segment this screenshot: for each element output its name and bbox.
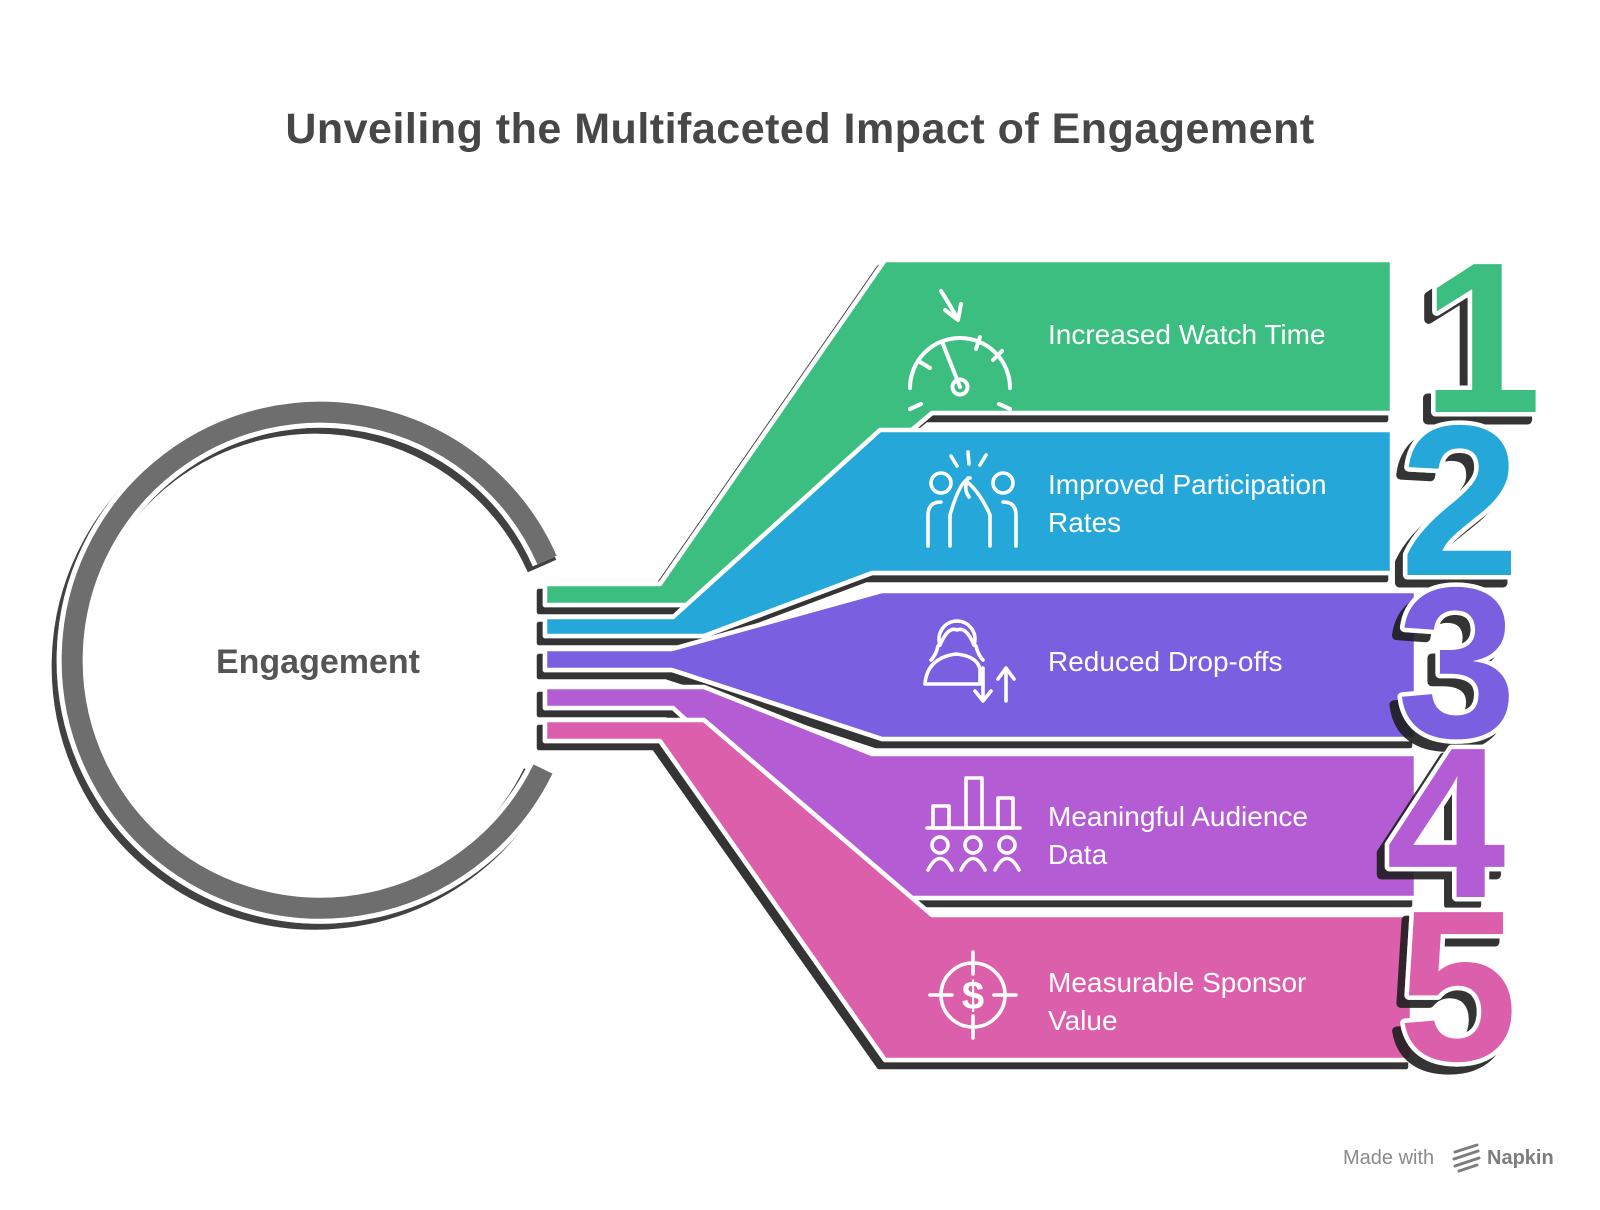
label-measurable-sponsor-line2: Value [1048,1005,1118,1036]
high-five-people-icon [926,450,1018,548]
napkin-brand-text: Napkin [1487,1147,1554,1169]
ring-arc [61,401,557,919]
watermark: Made with Napkin [1343,1143,1554,1173]
ribbon-2-shape [542,427,1395,639]
label-measurable-sponsor-line1: Measurable Sponsor [1048,967,1306,998]
ribbon-5-shape [542,717,1415,1063]
number-group: 1 2 3 4 5 [1382,213,1547,1111]
dollar-target-icon [928,950,1018,1040]
number-4: 4 [1386,702,1506,943]
label-improved-participation-line2: Rates [1048,507,1121,538]
number-2: 2 [1400,380,1520,621]
number-5: 5 [1398,865,1518,1106]
bar-chart-audience-icon [925,776,1022,872]
label-increased-watch-time: Increased Watch Time [1048,319,1326,350]
label-meaningful-audience-line2: Data [1048,839,1108,870]
page-title: Unveiling the Multifaceted Impact of Eng… [285,105,1314,153]
label-meaningful-audience-line1: Meaningful Audience [1048,801,1308,832]
ribbon-1-shape [542,257,1395,608]
engagement-ring [56,396,562,924]
label-improved-participation-line1: Improved Participation [1048,469,1327,500]
dollar-sign-glyph: $ [962,974,984,1018]
speedometer-arrow-icon [908,289,1012,411]
made-with-text: Made with [1343,1147,1434,1169]
number-3: 3 [1397,542,1517,783]
number-1: 1 [1422,217,1542,458]
napkin-logo-icon [1452,1143,1481,1173]
label-reduced-drop-offs: Reduced Drop-offs [1048,646,1283,677]
person-updown-arrows-icon [923,619,1016,703]
band-labels: Increased Watch Time Improved Participat… [1048,319,1327,1036]
center-label: Engagement [216,643,420,681]
